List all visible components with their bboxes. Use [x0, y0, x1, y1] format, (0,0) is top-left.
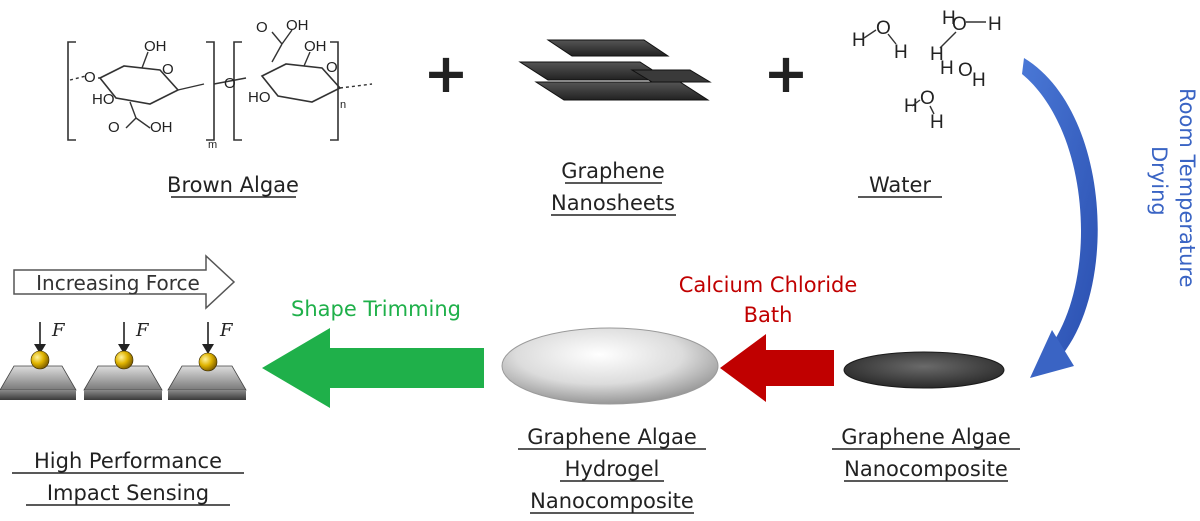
trimming-label: Shape Trimming — [291, 297, 461, 321]
alginate-link-o-label: O — [224, 75, 236, 92]
alginate-sub-m: m — [208, 139, 217, 151]
alginate-ring-o-label: O — [162, 61, 174, 78]
water-h-3: H — [942, 8, 956, 29]
impact-sensor-2-icon — [83, 322, 163, 400]
increasing-force-label: Increasing Force — [36, 271, 200, 295]
water-label: Water — [869, 173, 931, 197]
alginate-o-label: O — [84, 69, 96, 86]
water-h-7: H — [972, 70, 986, 91]
water-h-1: H — [852, 30, 866, 51]
calcium-label-line2: Bath — [744, 303, 793, 327]
water-h-5: H — [930, 44, 944, 65]
water-o-4: O — [920, 88, 935, 109]
calcium-arrow-icon — [720, 334, 834, 402]
alginate-ring-o-label-2: O — [326, 59, 338, 76]
trimming-arrow-icon — [262, 328, 484, 408]
nanocomposite-label-line2: Nanocomposite — [844, 457, 1008, 481]
plus-sign-2: + — [763, 42, 808, 105]
impact-sensor-1-icon — [0, 322, 77, 400]
alginate-oh-label-2: OH — [150, 119, 173, 136]
sensing-label-line1: High Performance — [34, 449, 222, 473]
water-o-3: O — [958, 60, 973, 81]
force-symbol-2: F — [135, 320, 150, 341]
hydrogel-label-line2: Hydrogel — [565, 457, 660, 481]
plus-sign-1: + — [423, 42, 468, 105]
hydrogel-label-line3: Nanocomposite — [530, 489, 694, 513]
hydrogel-disc-icon — [501, 327, 719, 405]
alginate-o-label-3: O — [256, 19, 268, 36]
drying-arrow-icon — [1022, 58, 1098, 378]
alginate-ho-label-2: HO — [248, 89, 271, 106]
drying-label-line2: Drying — [1147, 146, 1171, 216]
alginate-oh-label-3: OH — [286, 17, 309, 34]
alginate-o-label-2: O — [108, 119, 120, 136]
alginate-structure-icon: O OH O HO O OH m O OH O OH O HO n — [67, 17, 373, 151]
water-o-1: O — [876, 18, 891, 39]
water-h-6: H — [940, 58, 954, 79]
force-symbol-3: F — [219, 320, 234, 341]
water-molecules-icon: H O H H O H H H O H H O H — [852, 8, 1002, 133]
water-h-2: H — [894, 42, 908, 63]
nanocomposite-label-line1: Graphene Algae — [841, 425, 1011, 449]
increasing-force-arrow-icon — [13, 254, 236, 310]
alginate-sub-n: n — [340, 99, 346, 111]
drying-label-line1: Room Temperature — [1175, 88, 1199, 288]
sensing-label-line2: Impact Sensing — [47, 481, 209, 505]
alginate-ho-label: HO — [92, 91, 115, 108]
alginate-oh-label: OH — [144, 38, 167, 55]
hydrogel-label-line1: Graphene Algae — [527, 425, 697, 449]
force-symbol-1: F — [51, 320, 66, 341]
water-h-4: H — [988, 14, 1002, 35]
water-o-2: O — [952, 14, 967, 35]
water-h-8: H — [904, 96, 918, 117]
graphene-label-line1: Graphene — [561, 159, 665, 183]
nanocomposite-disc-icon — [843, 351, 1005, 389]
alginate-oh-label-4: OH — [304, 38, 327, 55]
calcium-label-line1: Calcium Chloride — [679, 273, 858, 297]
water-h-9: H — [930, 112, 944, 133]
graphene-nanosheets-icon — [518, 39, 712, 101]
graphene-label-line2: Nanosheets — [551, 191, 675, 215]
brown-algae-label: Brown Algae — [167, 173, 299, 197]
impact-sensor-3-icon — [167, 322, 247, 400]
